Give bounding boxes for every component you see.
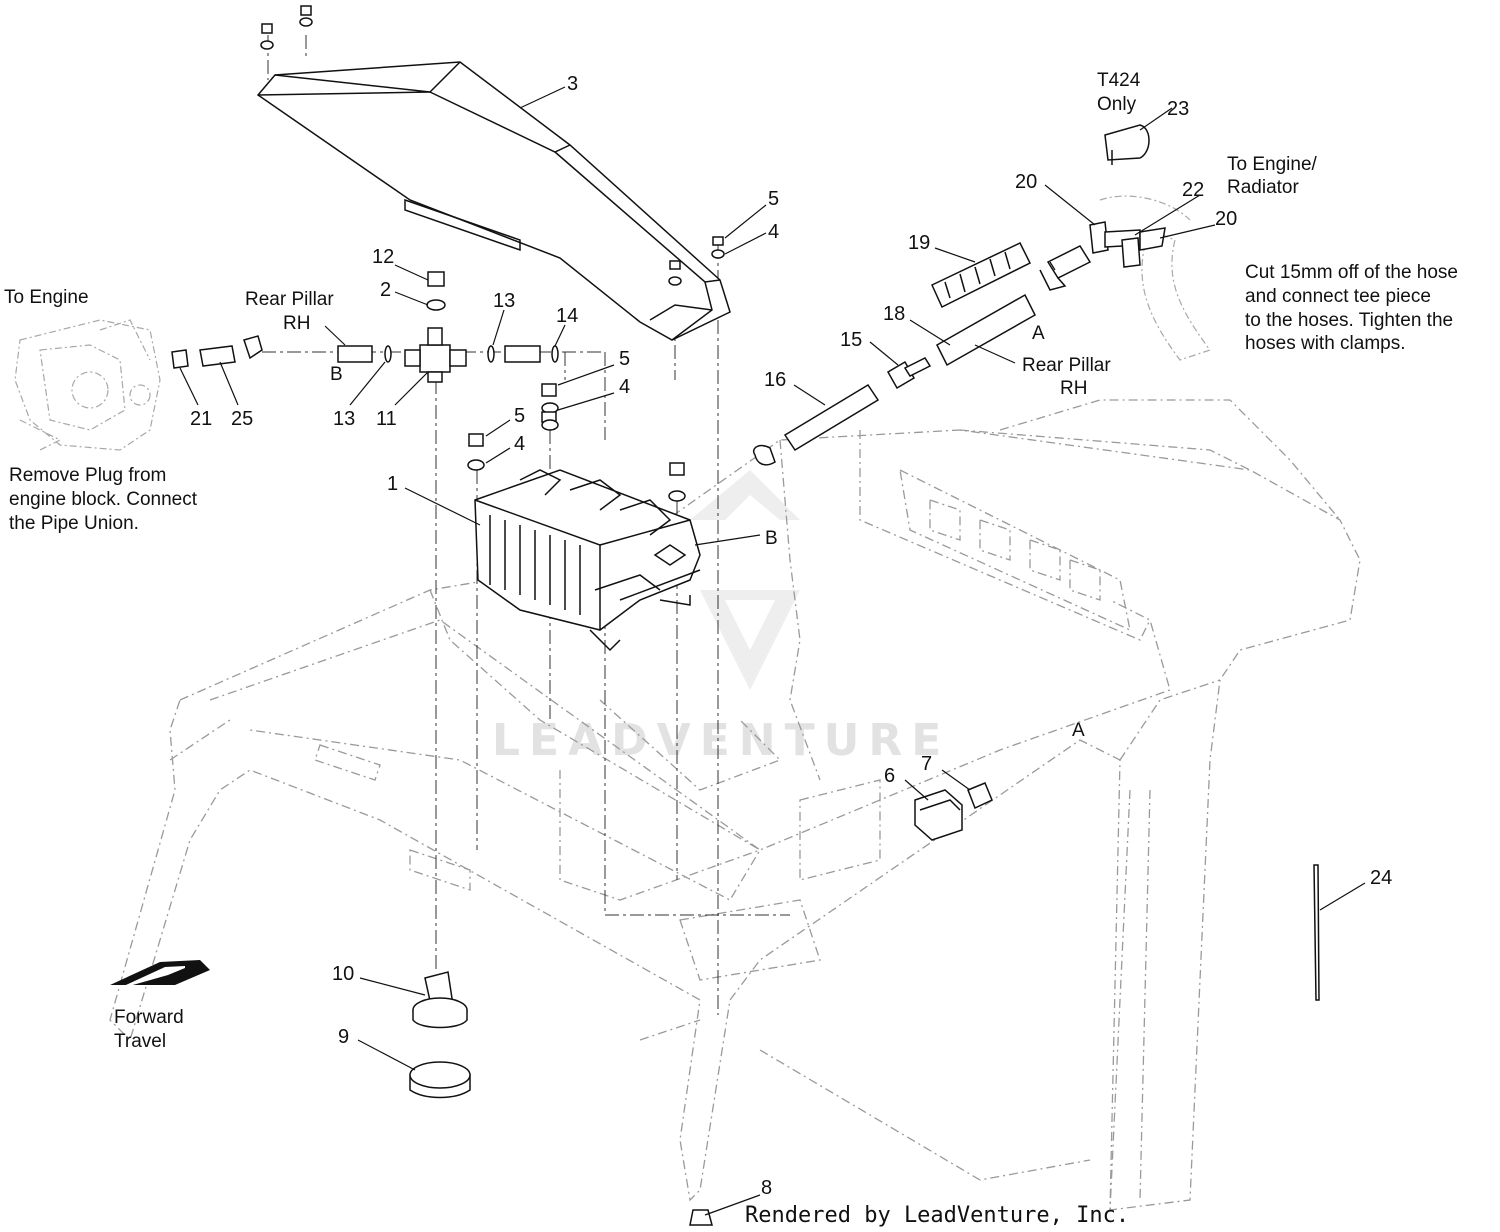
left-hose-fittings [171, 335, 559, 369]
callout-20: 20 [1015, 171, 1037, 193]
right-hose-assembly [753, 124, 1166, 466]
part-8-clip [689, 1209, 713, 1226]
callout-5: 5 [619, 348, 630, 370]
callout-15: 15 [840, 329, 862, 351]
callout-11: 11 [376, 408, 397, 430]
callout-22: 22 [1182, 179, 1204, 201]
connection-b-right: B [765, 528, 778, 549]
callout-5: 5 [514, 405, 525, 427]
t424-line1: T424 [1097, 70, 1141, 91]
callout-7: 7 [921, 753, 932, 775]
connection-b-left: B [330, 364, 343, 385]
callout-4: 4 [619, 376, 630, 398]
rear-pillar-left-line2: RH [283, 313, 310, 334]
hardware-nuts-washers [260, 5, 725, 547]
leader-lines [179, 86, 1366, 1216]
part-3-top-cover [256, 61, 731, 341]
rear-pillar-right-line1: Rear Pillar [1022, 355, 1111, 376]
callout-9: 9 [338, 1026, 349, 1048]
watermark-logo [690, 470, 800, 690]
forward-travel-line2: Travel [114, 1031, 166, 1052]
connection-a-upper: A [1032, 323, 1045, 344]
remove-plug-note-line2: engine block. Connect [9, 489, 198, 510]
to-engine-radiator-line2: Radiator [1227, 177, 1299, 198]
watermark-text: LEADVENTURE [492, 715, 950, 766]
callout-25: 25 [231, 408, 253, 430]
callout-1: 1 [387, 473, 398, 495]
rear-pillar-left-line1: Rear Pillar [245, 289, 334, 310]
forward-travel-line1: Forward [114, 1007, 184, 1028]
cut-hose-note-line4: hoses with clamps. [1245, 333, 1406, 354]
callout-14: 14 [556, 305, 578, 327]
remove-plug-note-line3: the Pipe Union. [9, 513, 139, 534]
callout-13: 13 [333, 408, 355, 430]
part-6-part-7-switches [914, 782, 993, 841]
cut-hose-note-line2: and connect tee piece [1245, 286, 1431, 307]
callout-23: 23 [1167, 98, 1189, 120]
callout-12: 12 [372, 246, 394, 268]
part-24-cable-tie [1313, 864, 1320, 1001]
part-11-cross-fitting [404, 327, 467, 383]
callout-16: 16 [764, 369, 786, 391]
callout-8: 8 [761, 1177, 772, 1199]
callout-24: 24 [1370, 867, 1392, 889]
callout-4: 4 [768, 221, 779, 243]
rendered-by-credit: Rendered by LeadVenture, Inc. [745, 1203, 1129, 1228]
callout-6: 6 [884, 765, 895, 787]
cut-hose-note-line3: to the hoses. Tighten the [1245, 310, 1453, 331]
callout-2: 2 [380, 279, 391, 301]
callout-13: 13 [493, 290, 515, 312]
part-9-part-10-mounts [409, 971, 471, 1099]
callout-19: 19 [908, 232, 930, 254]
callout-20: 20 [1215, 208, 1237, 230]
engine-ghost [14, 319, 161, 451]
callout-10: 10 [332, 963, 354, 985]
annotation-labels: To Engine Rear Pillar RH B B A A Rear Pi… [4, 70, 1458, 1228]
t424-line2: Only [1097, 94, 1137, 115]
callout-numbers: 3 5 4 12 2 13 14 5 4 5 4 1 13 11 21 25 1… [190, 73, 1392, 1199]
to-engine-radiator-line1: To Engine/ [1227, 154, 1318, 175]
callout-5: 5 [768, 188, 779, 210]
callout-21: 21 [190, 408, 212, 430]
remove-plug-note-line1: Remove Plug from [9, 465, 166, 486]
callout-3: 3 [567, 73, 578, 95]
radiator-hose-ghost [1099, 195, 1211, 361]
cut-hose-note-line1: Cut 15mm off of the hose [1245, 262, 1458, 283]
rear-pillar-right-line2: RH [1060, 378, 1087, 399]
forward-travel-arrow-icon [110, 960, 210, 990]
connection-a-lower: A [1072, 720, 1085, 741]
part-1-heater-unit [474, 469, 701, 652]
vehicle-frame [109, 399, 1361, 1211]
to-engine-label: To Engine [4, 287, 89, 308]
callout-18: 18 [883, 303, 905, 325]
callout-4: 4 [514, 433, 525, 455]
